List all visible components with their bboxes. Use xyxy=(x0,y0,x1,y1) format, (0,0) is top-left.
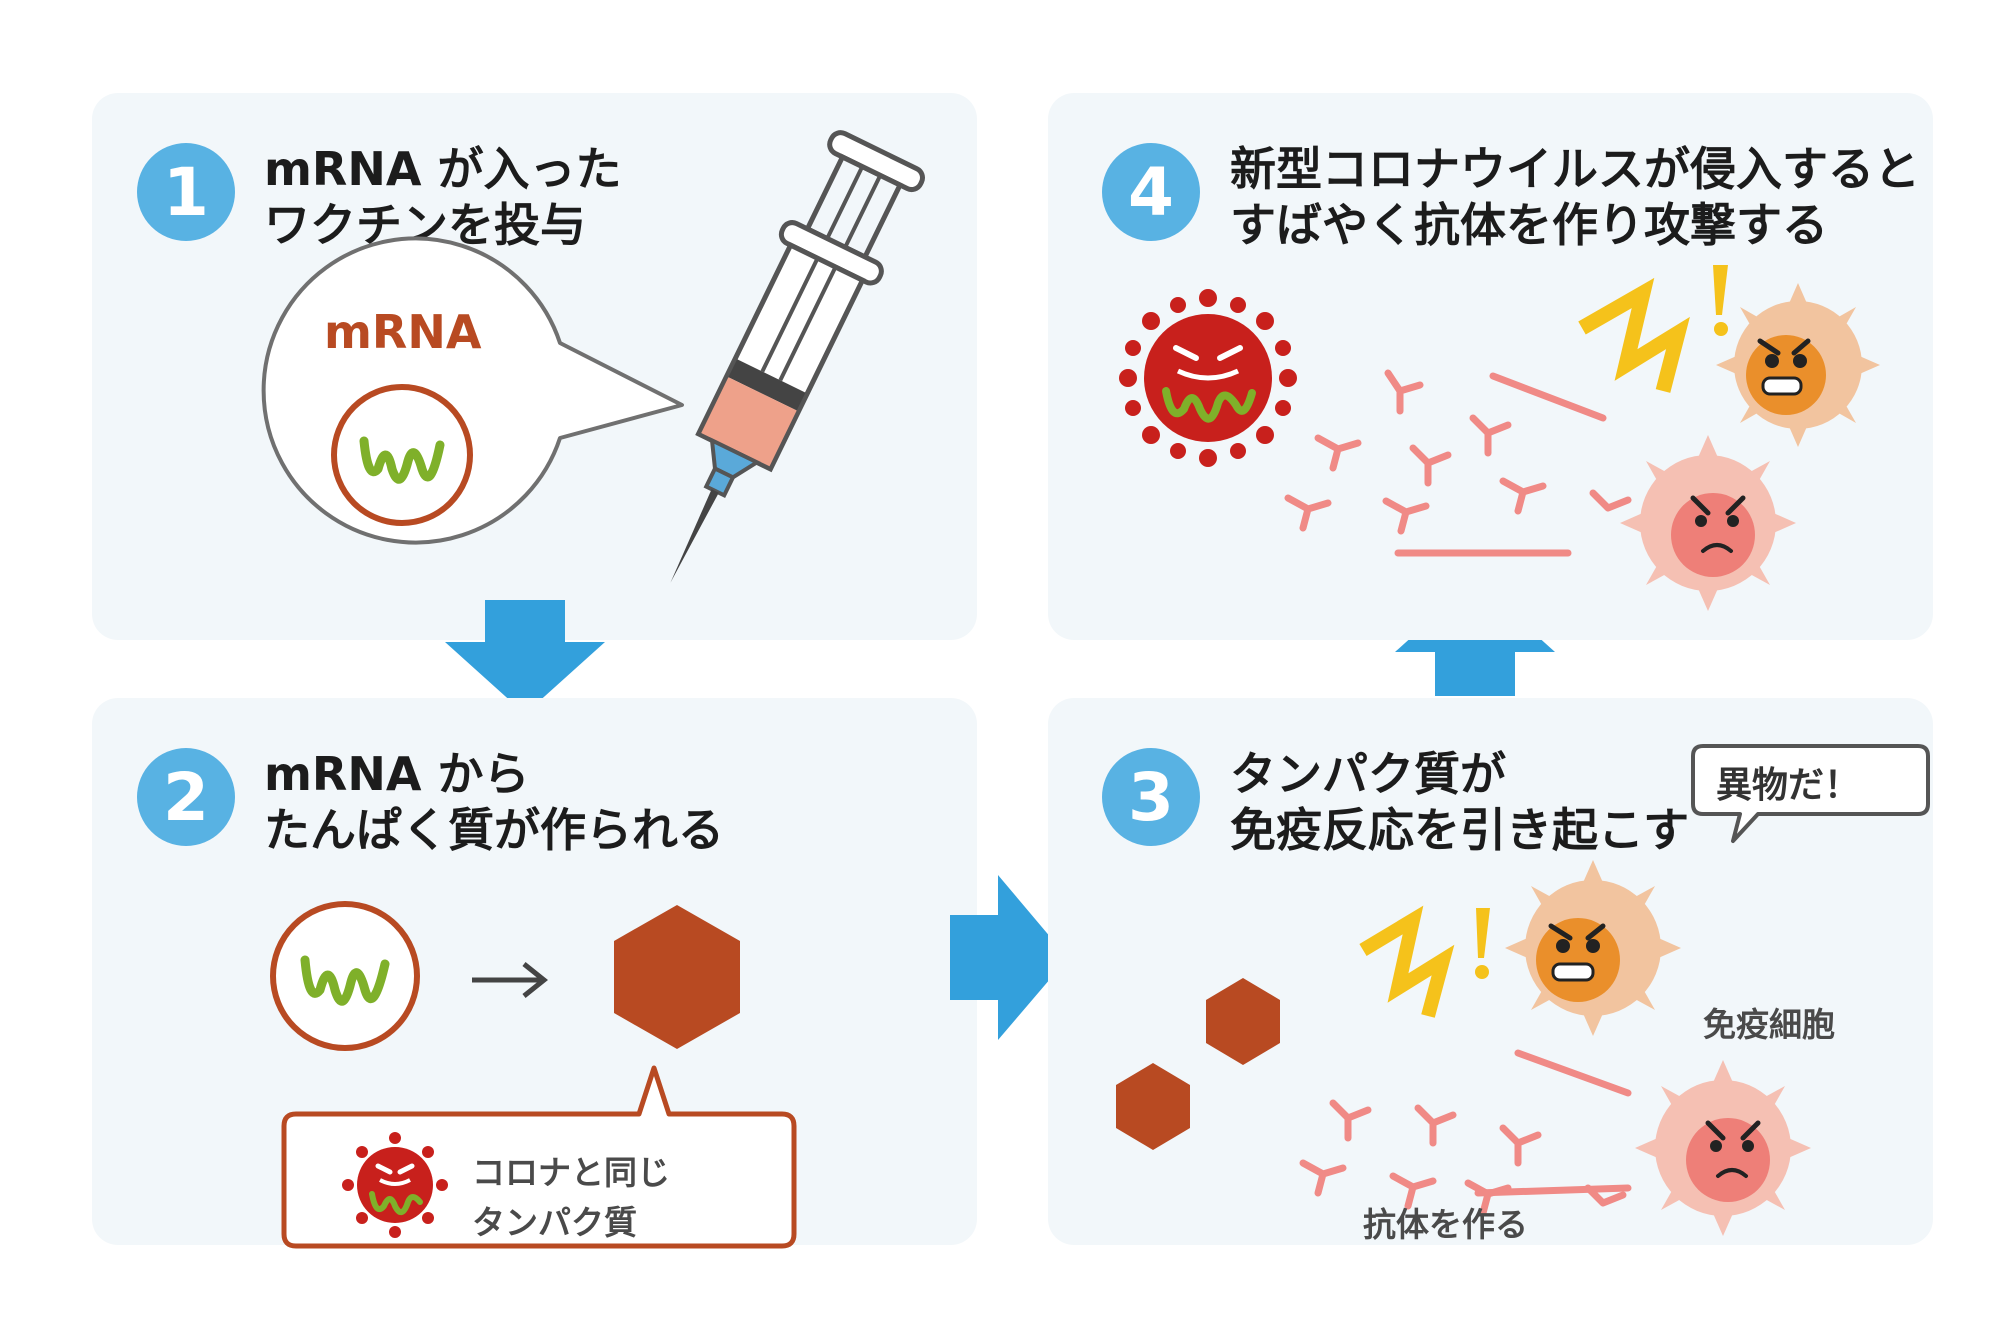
step-4-title: 新型コロナウイルスが侵入すると すばやく抗体を作り攻撃する xyxy=(1230,141,1920,253)
protein-note-line-1: コロナと同じ xyxy=(472,1153,670,1192)
mrna-icon xyxy=(331,384,473,526)
step-3-number-badge: 3 xyxy=(1102,748,1200,846)
step-2-number-badge: 2 xyxy=(137,748,235,846)
step-4-title-line-1: 新型コロナウイルスが侵入すると xyxy=(1230,142,1920,196)
flow-arrow-down xyxy=(445,600,605,714)
step-3-panel: 3 タンパク質が 免疫反応を引き起こす xyxy=(1048,698,1933,1245)
speech-bubble-text: 異物だ！ xyxy=(1716,765,1861,806)
immune-response-illustration xyxy=(1116,744,1930,1236)
step-1-number-badge: 1 xyxy=(137,143,235,241)
speech-bubble xyxy=(1691,744,1930,843)
protein-note-line-2: タンパク質 xyxy=(472,1203,637,1242)
protein-hexagon xyxy=(1116,1063,1190,1150)
syringe-icon xyxy=(670,130,925,583)
step-2-title: mRNA から たんぱく質が作られる xyxy=(264,746,724,858)
step-2-panel: 2 mRNA から たんぱく質が作られる コロナと同じ タンパク質 xyxy=(92,698,977,1249)
protein-note-text: コロナと同じ タンパク質 xyxy=(472,1148,670,1248)
immune-cell-pink xyxy=(1620,435,1796,611)
immune-cell-label: 免疫細胞 xyxy=(1703,1005,1835,1044)
protein-hexagon xyxy=(1206,978,1280,1065)
flow-arrow-right xyxy=(950,875,1068,1040)
step-3-title: タンパク質が 免疫反応を引き起こす xyxy=(1230,746,1689,858)
mrna-label: mRNA xyxy=(324,305,482,359)
exclamation-icon xyxy=(1476,908,1490,958)
virus-icon xyxy=(342,1132,448,1238)
step-2-title-line-1: mRNA から xyxy=(264,747,530,801)
immune-cell-pink xyxy=(1635,1060,1811,1236)
step-3-title-line-1: タンパク質が xyxy=(1230,747,1506,801)
immune-cell-orange xyxy=(1505,860,1681,1036)
right-arrow-icon xyxy=(472,962,549,998)
alert-zigzag-icon xyxy=(1359,905,1455,1018)
mrna-icon xyxy=(270,901,420,1051)
step-4-title-line-2: すばやく抗体を作り攻撃する xyxy=(1230,198,1828,252)
antibody-label: 抗体を作る xyxy=(1363,1205,1528,1244)
antibody-group xyxy=(1299,1049,1632,1217)
immune-cell-orange xyxy=(1716,283,1880,447)
step-1-title-line-1: mRNA が入った xyxy=(264,142,622,196)
exclamation-icon xyxy=(1713,265,1728,315)
step-4-panel: 4 新型コロナウイルスが侵入すると すばやく抗体を作り攻撃する xyxy=(1048,93,1933,640)
antibody-group xyxy=(1284,369,1632,557)
protein-hexagon xyxy=(614,905,740,1049)
virus-icon xyxy=(1119,289,1297,467)
step-4-number-badge: 4 xyxy=(1102,143,1200,241)
alert-zigzag-icon xyxy=(1578,277,1690,393)
antibody-attack-illustration xyxy=(1119,265,1880,611)
step-3-title-line-2: 免疫反応を引き起こす xyxy=(1230,803,1690,857)
step-1-panel: 1 mRNA が入った ワクチンを投与 mRNA xyxy=(92,93,977,640)
step-2-title-line-2: たんぱく質が作られる xyxy=(264,803,724,857)
step-1-title: mRNA が入った ワクチンを投与 xyxy=(264,141,621,253)
